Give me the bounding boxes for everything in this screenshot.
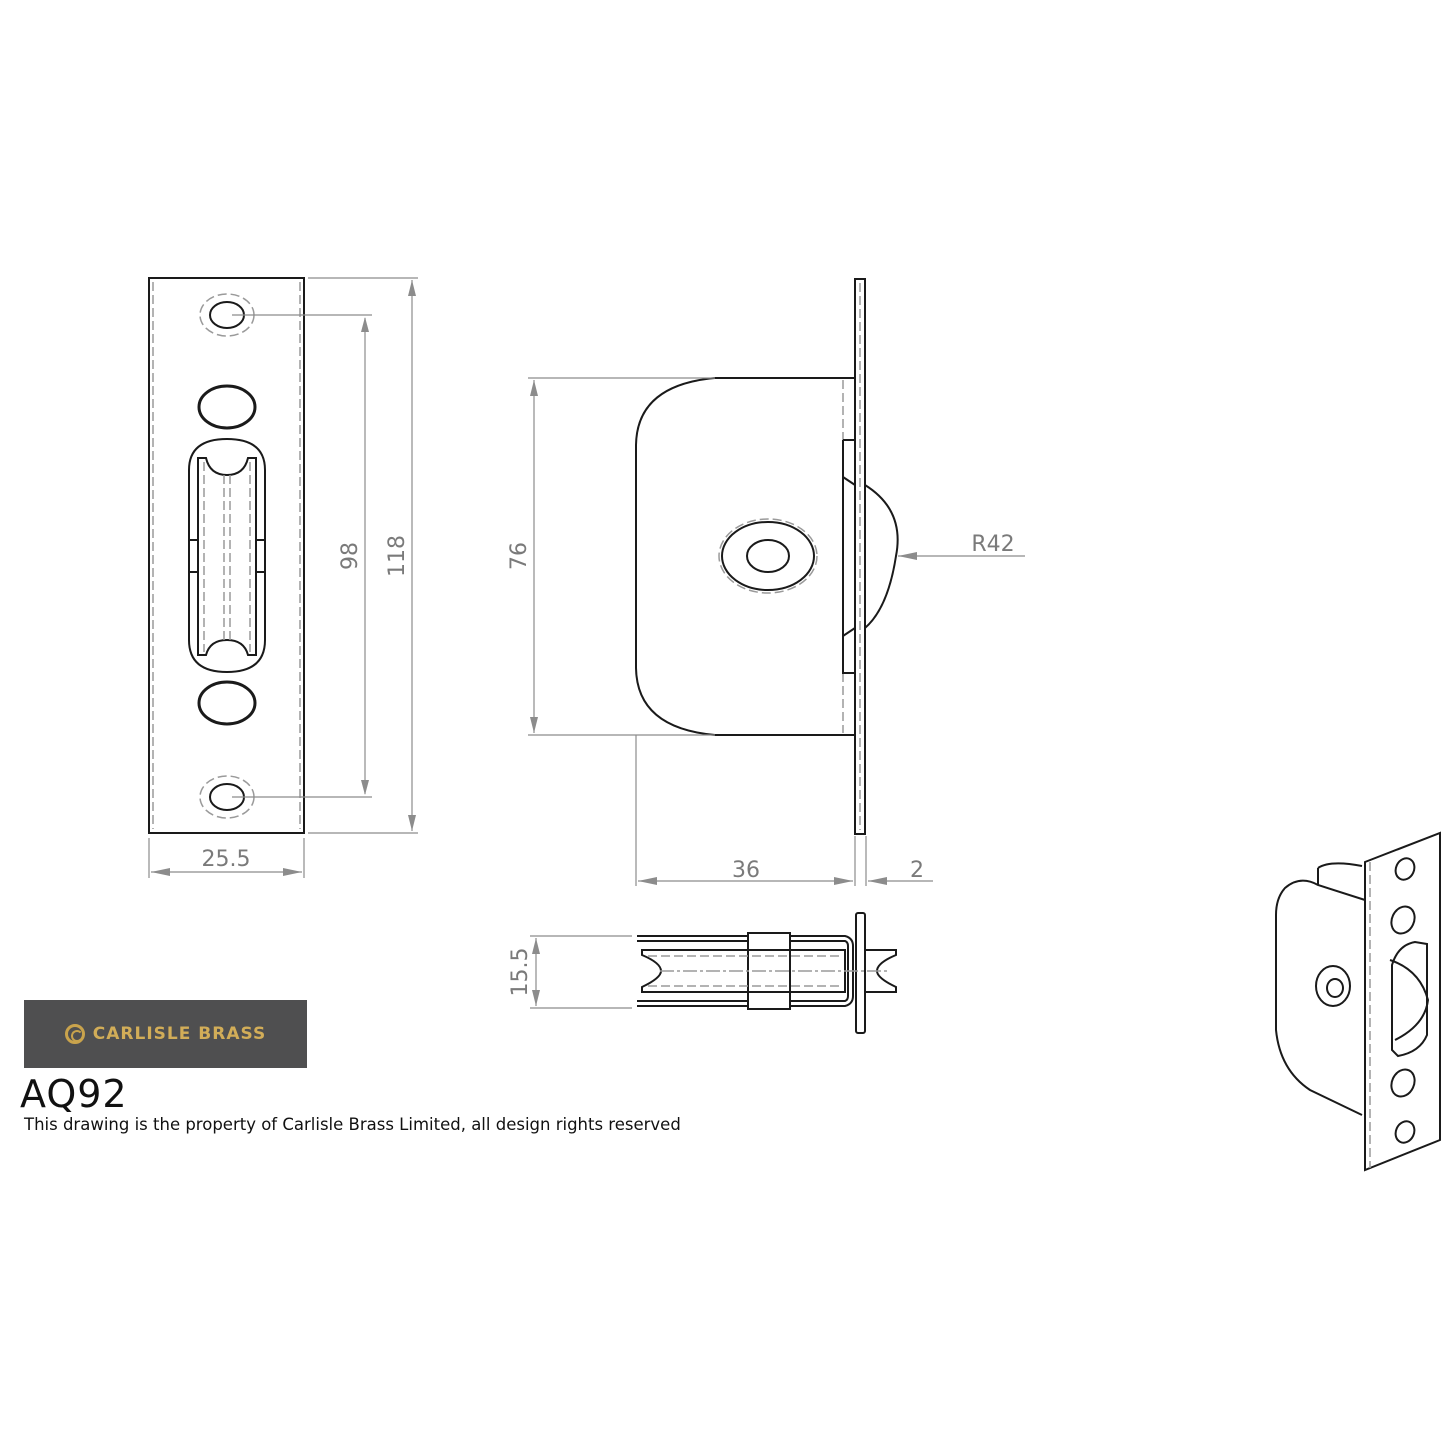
face-plate-outline: [148, 277, 305, 834]
dim-body-height-label: 76: [507, 542, 532, 570]
top-wheel: [641, 949, 846, 993]
copyright-notice: This drawing is the property of Carlisle…: [24, 1115, 681, 1134]
dim-body-width-label: 15.5: [508, 948, 533, 997]
top-face-plate: [855, 912, 866, 1034]
side-face-plate: [854, 278, 866, 835]
product-code: AQ92: [20, 1072, 128, 1116]
carlisle-brass-logo: CARLISLE BRASS: [24, 1000, 307, 1068]
axle-rivet-inner: [746, 539, 790, 573]
dim-overall-height-label: 118: [385, 535, 410, 577]
carlisle-c-mark-icon: [64, 1024, 85, 1044]
wheel-slot: [188, 437, 266, 674]
iso-face-plate: [1364, 831, 1441, 1172]
wheel-profile: [864, 484, 899, 629]
isometric-view: [1275, 831, 1441, 1172]
dim-width-label: 25.5: [202, 847, 251, 872]
logo-text: CARLISLE BRASS: [92, 1024, 267, 1044]
dim-plate-thickness-label: 2: [910, 858, 924, 883]
side-view: [528, 278, 1025, 886]
dim-body-depth-label: 36: [732, 858, 760, 883]
side-body: [635, 377, 855, 736]
dim-hole-centres-label: 98: [338, 542, 363, 570]
wheel: [197, 457, 257, 656]
top-view: [530, 912, 897, 1034]
axle-rivet-outer: [721, 521, 815, 591]
fixing-hole-lower: [197, 680, 257, 726]
front-view: [148, 277, 418, 878]
dim-wheel-radius-label: R42: [971, 532, 1014, 557]
fixing-hole-upper: [197, 384, 257, 430]
